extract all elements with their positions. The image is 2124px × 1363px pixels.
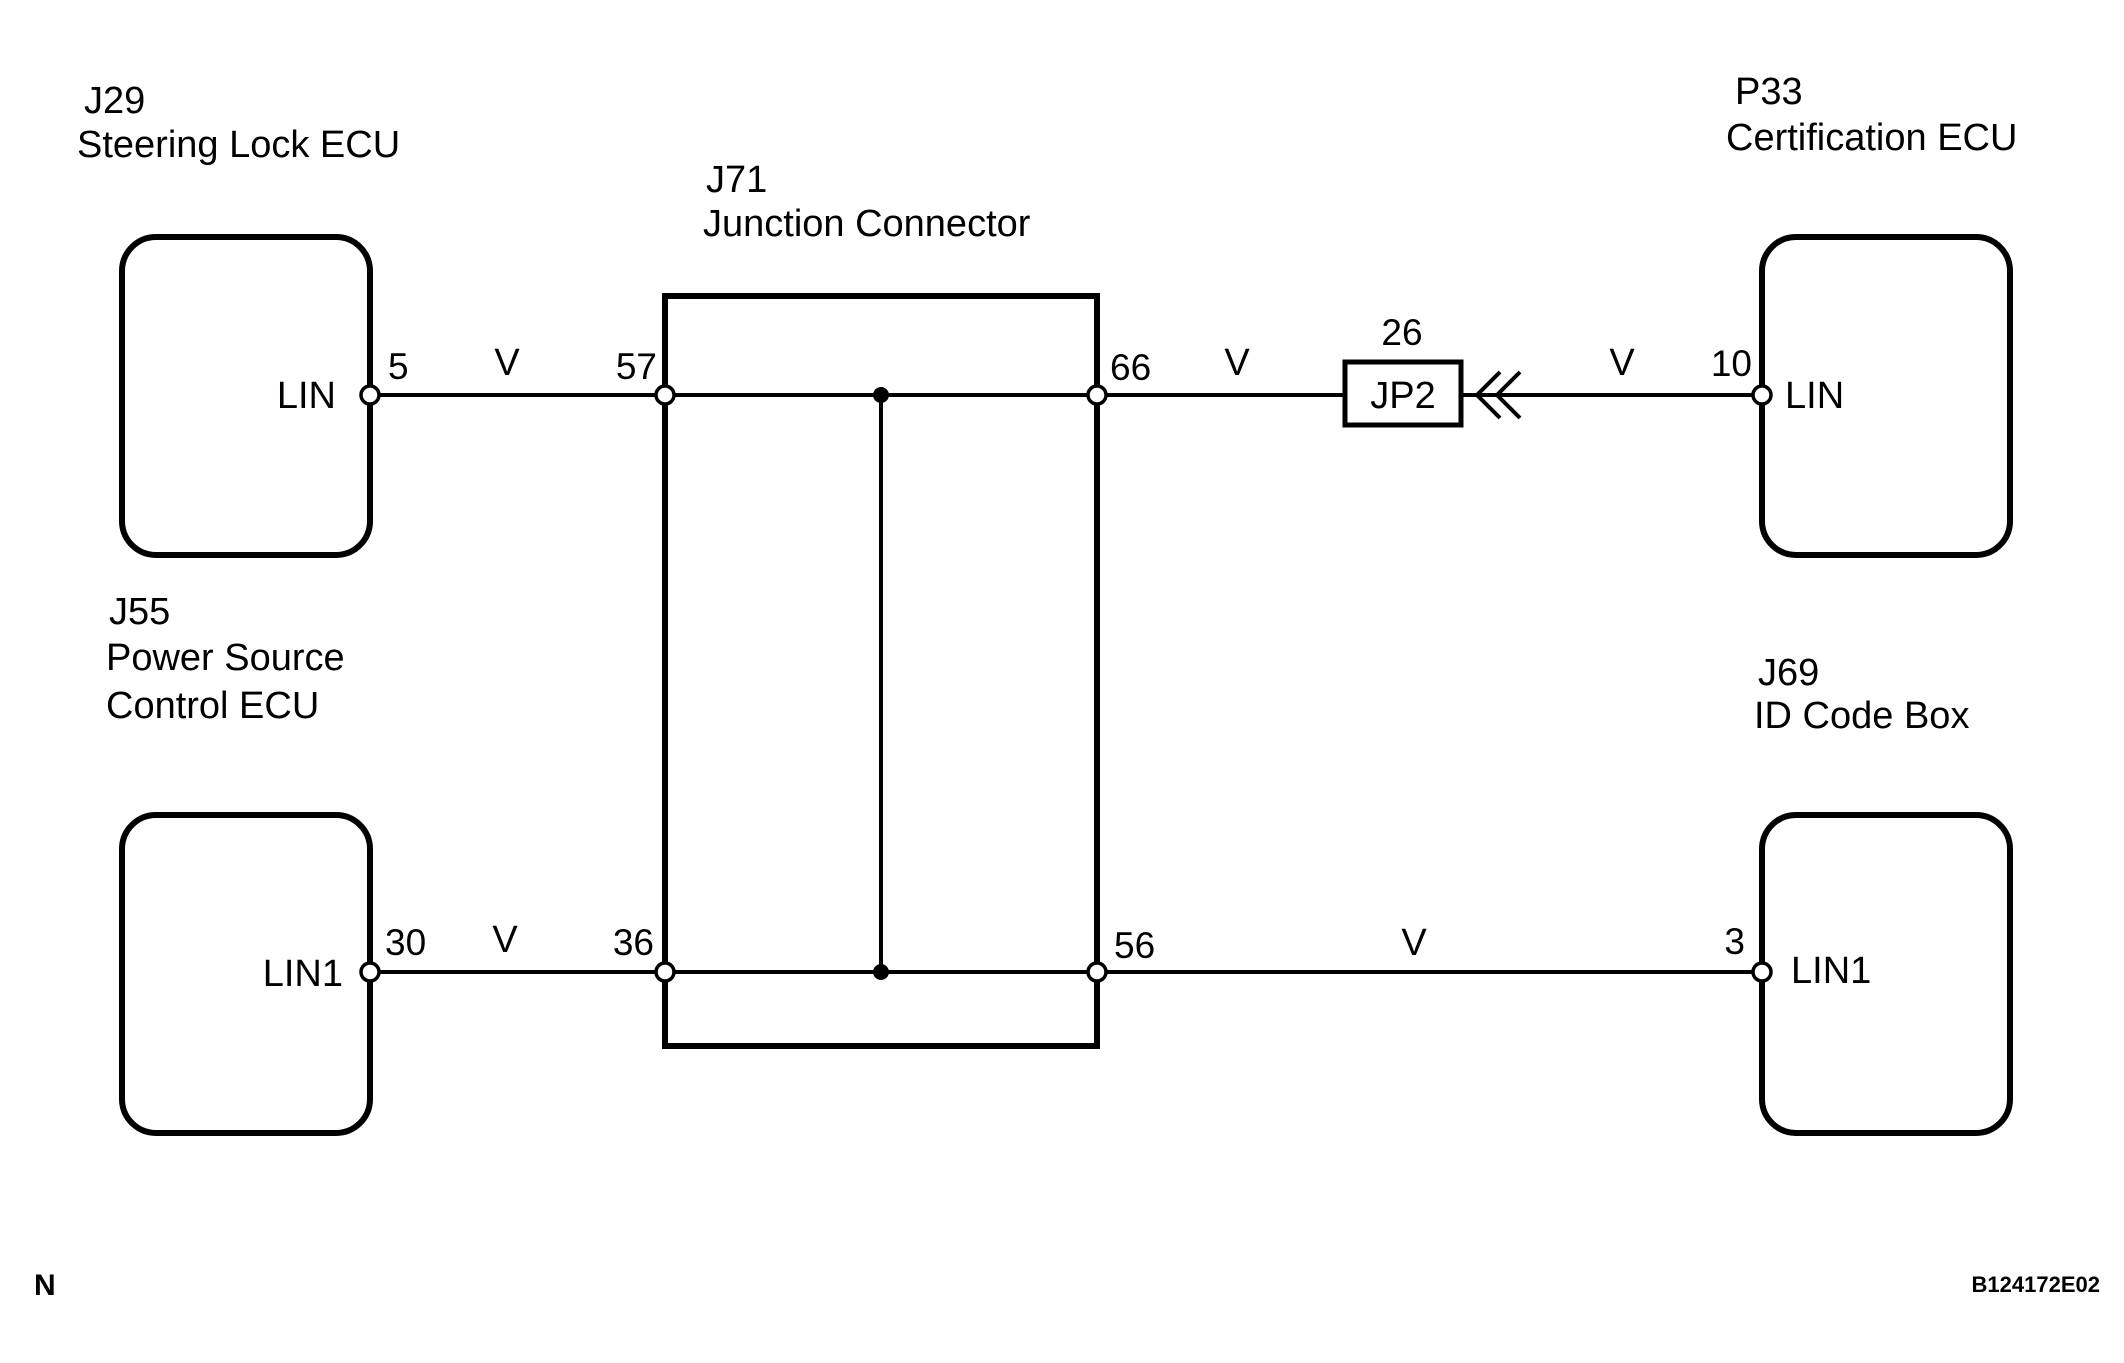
terminal-j71-66 [1086, 384, 1108, 406]
steering-lock-ecu-code: J29 [84, 80, 145, 122]
pin-number-j55: 30 [385, 922, 426, 963]
wire-color-label: V [494, 342, 520, 384]
terminal-j71-57 [654, 384, 676, 406]
wire-color-label: V [1401, 922, 1427, 964]
pin-number-j71-66: 66 [1110, 347, 1151, 388]
certification-ecu-name: Certification ECU [1726, 117, 2017, 159]
junction-connector-name: Junction Connector [703, 203, 1031, 245]
junction-plug-label: JP2 [1370, 375, 1435, 417]
pin-number-jp2: 26 [1381, 312, 1422, 353]
pin-number-j71-56: 56 [1114, 925, 1155, 966]
wire-color-label: V [1224, 342, 1250, 384]
wire-color-label: V [1609, 342, 1635, 384]
j55-pin-label: LIN1 [263, 953, 343, 995]
terminal-j71-56 [1086, 961, 1108, 983]
p33-pin-label: LIN [1785, 375, 1844, 417]
pin-number-j71-36: 36 [613, 922, 654, 963]
j29-pin-label: LIN [277, 375, 336, 417]
terminal-j55-lin1 [359, 961, 381, 983]
terminal-j71-36 [654, 961, 676, 983]
power-source-ecu-name-line2: Control ECU [106, 685, 319, 727]
pin-number-j29: 5 [388, 346, 409, 387]
power-source-ecu-code: J55 [109, 591, 170, 633]
junction-connector-code: J71 [706, 159, 767, 201]
figure-code: B124172E02 [1972, 1272, 2100, 1297]
connector-chevron-icon-2 [1494, 370, 1522, 420]
terminal-p33-lin [1751, 384, 1773, 406]
terminal-j69-lin1 [1751, 961, 1773, 983]
junction-plug-jp2-box [1342, 359, 1464, 428]
id-code-box-name: ID Code Box [1754, 695, 1969, 737]
j69-pin-label: LIN1 [1791, 950, 1871, 992]
certification-ecu-code: P33 [1735, 71, 1803, 113]
wire-color-label: V [492, 919, 518, 961]
splice-point-bottom [873, 964, 889, 980]
pin-number-j71-57: 57 [616, 346, 657, 387]
terminal-j29-lin [359, 384, 381, 406]
splice-point-top [873, 387, 889, 403]
junction-connector-box [662, 293, 1100, 1049]
pin-number-p33: 10 [1711, 343, 1752, 384]
power-source-ecu-name-line1: Power Source [106, 637, 345, 679]
footer-letter: N [34, 1269, 56, 1302]
id-code-box-code: J69 [1758, 652, 1819, 694]
connector-chevron-icon [1474, 370, 1502, 420]
steering-lock-ecu-name: Steering Lock ECU [77, 124, 400, 166]
pin-number-j69: 3 [1724, 921, 1745, 962]
